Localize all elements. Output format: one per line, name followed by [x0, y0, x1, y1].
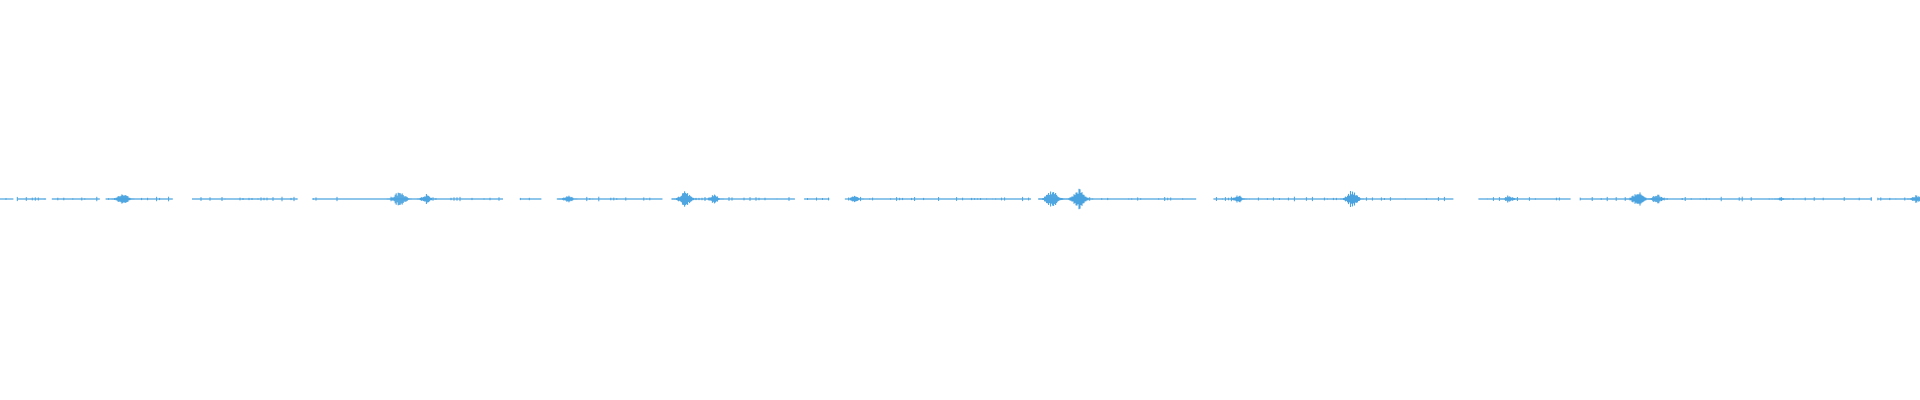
waveform-burst — [1039, 191, 1066, 207]
waveform-burst — [1774, 197, 1791, 201]
waveform-burst — [416, 194, 436, 204]
waveform-burst — [1500, 195, 1519, 203]
waveform-burst — [1625, 192, 1650, 206]
waveform-burst — [673, 191, 698, 207]
waveform-burst — [558, 195, 578, 203]
waveform-burst — [386, 192, 412, 206]
waveform-burst — [1065, 188, 1093, 210]
waveform-burst — [1339, 191, 1365, 207]
waveform-burst — [1229, 195, 1248, 203]
waveform-burst — [703, 194, 724, 204]
waveform-burst — [1907, 195, 1920, 203]
waveform-burst — [1647, 194, 1668, 204]
waveform-burst — [844, 195, 864, 203]
